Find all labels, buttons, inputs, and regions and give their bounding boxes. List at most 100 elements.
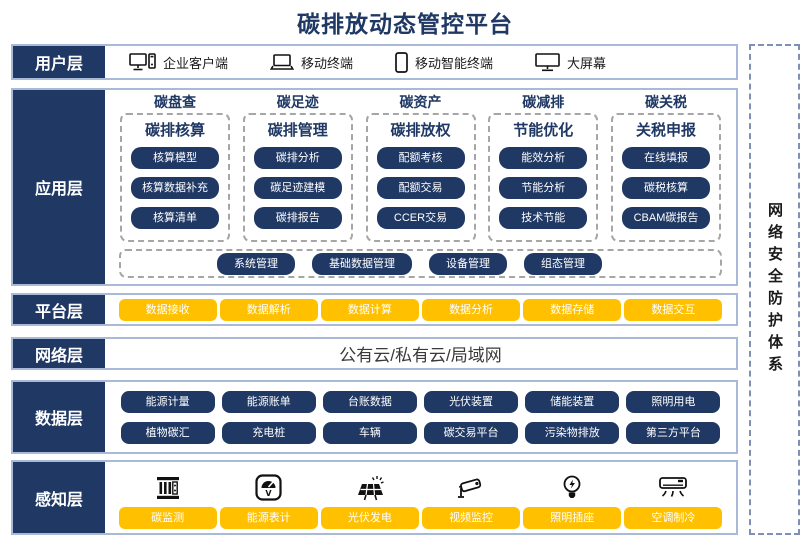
perception-item-label: 空调制冷 bbox=[624, 506, 723, 529]
app-group-title: 关税申报 bbox=[635, 122, 696, 139]
data-layer-band: 数据层 能源计量 能源账单 台账数据 光伏装置 储能装置 照明用电 植物碳汇 充… bbox=[11, 380, 738, 454]
perception-item-energy-meter: V 能源表计 bbox=[219, 467, 318, 529]
app-item: CBAM碳报告 bbox=[622, 207, 710, 229]
perception-layer-content: 碳监测 V 能源表计 光伏发电 bbox=[105, 462, 736, 533]
app-item: CCER交易 bbox=[376, 207, 465, 229]
platform-item: 数据分析 bbox=[422, 298, 521, 321]
app-group-title: 碳排核算 bbox=[144, 122, 205, 139]
laptop-icon bbox=[270, 53, 295, 71]
perception-item-video-surveillance: 视频监控 bbox=[422, 467, 521, 529]
network-text: 公有云/私有云/局域网 bbox=[339, 346, 502, 365]
app-group-box: 碳排管理 碳排分析 碳足迹建模 碳排报告 bbox=[242, 113, 353, 242]
data-item: 光伏装置 bbox=[424, 390, 519, 413]
data-item: 台账数据 bbox=[322, 390, 417, 413]
app-column-carbon-tariff: 碳关税 关税申报 在线填报 碳税核算 CBAM碳报告 bbox=[606, 94, 726, 242]
platform-item: 数据解析 bbox=[219, 298, 318, 321]
app-column-carbon-inventory: 碳盘查 碳排核算 核算模型 核算数据补充 核算清单 bbox=[115, 94, 235, 242]
app-management-box: 系统管理 基础数据管理 设备管理 组态管理 bbox=[119, 249, 722, 278]
app-item: 能效分析 bbox=[499, 147, 588, 169]
app-item: 核算数据补充 bbox=[131, 177, 219, 199]
network-layer-content: 公有云/私有云/局域网 bbox=[105, 339, 736, 368]
data-row-2: 植物碳汇 充电桩 车辆 碳交易平台 污染物排放 第三方平台 bbox=[105, 421, 736, 444]
app-group-title: 碳排管理 bbox=[267, 122, 328, 139]
user-item-smart-mobile: 移动智能终端 bbox=[395, 51, 494, 73]
app-item: 技术节能 bbox=[499, 207, 588, 229]
app-item: 碳税核算 bbox=[622, 177, 710, 199]
smartphone-icon bbox=[395, 51, 408, 73]
data-item: 储能装置 bbox=[525, 390, 620, 413]
user-item-big-screen: 大屏幕 bbox=[535, 52, 607, 72]
management-item: 组态管理 bbox=[524, 252, 602, 275]
app-column-carbon-assets: 碳资产 碳排放权 配额考核 配额交易 CCER交易 bbox=[361, 94, 481, 242]
svg-text:V: V bbox=[266, 489, 273, 498]
desktop-pc-icon bbox=[129, 52, 156, 72]
app-category: 碳资产 bbox=[399, 94, 442, 110]
platform-item: 数据存储 bbox=[523, 298, 622, 321]
big-screen-icon bbox=[535, 52, 560, 72]
perception-item-solar-power: 光伏发电 bbox=[320, 467, 419, 529]
app-category: 碳盘查 bbox=[154, 94, 196, 110]
app-column-carbon-footprint: 碳足迹 碳排管理 碳排分析 碳足迹建模 碳排报告 bbox=[238, 94, 358, 242]
data-item: 植物碳汇 bbox=[120, 421, 215, 444]
air-conditioner-icon bbox=[658, 467, 688, 501]
data-item: 碳交易平台 bbox=[424, 421, 519, 444]
perception-item-label: 光伏发电 bbox=[320, 506, 419, 529]
app-item: 核算模型 bbox=[131, 147, 219, 169]
app-group-title: 碳排放权 bbox=[390, 122, 451, 139]
security-system-text: 网络安全防护体系 bbox=[766, 201, 783, 378]
perception-item-label: 视频监控 bbox=[422, 506, 521, 529]
platform-layer-content: 数据接收 数据解析 数据计算 数据分析 数据存储 数据交互 bbox=[105, 295, 736, 324]
app-group-box: 关税申报 在线填报 碳税核算 CBAM碳报告 bbox=[611, 113, 721, 242]
app-item: 碳排报告 bbox=[253, 207, 342, 229]
user-layer-band: 用户层 企业客户端 移动终端 移动智能终端 bbox=[11, 44, 738, 80]
app-category: 碳足迹 bbox=[276, 94, 319, 110]
perception-item-air-conditioning: 空调制冷 bbox=[624, 467, 723, 529]
management-item: 设备管理 bbox=[429, 252, 507, 275]
platform-layer-label: 平台层 bbox=[13, 295, 105, 324]
data-item: 污染物排放 bbox=[525, 421, 620, 444]
data-item: 能源计量 bbox=[120, 390, 215, 413]
perception-layer-label: 感知层 bbox=[13, 462, 105, 533]
app-item: 配额考核 bbox=[376, 147, 465, 169]
user-item-enterprise-client: 企业客户端 bbox=[129, 52, 229, 72]
light-bulb-icon bbox=[563, 467, 581, 501]
user-item-label: 企业客户端 bbox=[163, 55, 229, 71]
app-group-title: 节能优化 bbox=[513, 122, 574, 139]
perception-items-row: 碳监测 V 能源表计 光伏发电 bbox=[105, 467, 736, 529]
energy-meter-icon: V bbox=[255, 467, 282, 501]
app-layer-content: 碳盘查 碳排核算 核算模型 核算数据补充 核算清单 碳足迹 碳排管理 碳排分析 … bbox=[105, 90, 736, 284]
data-item: 第三方平台 bbox=[626, 421, 721, 444]
platform-layer-band: 平台层 数据接收 数据解析 数据计算 数据分析 数据存储 数据交互 bbox=[11, 293, 738, 326]
user-item-label: 大屏幕 bbox=[567, 55, 607, 71]
platform-item: 数据计算 bbox=[320, 298, 419, 321]
app-layer-label: 应用层 bbox=[13, 90, 105, 284]
perception-item-label: 照明插座 bbox=[523, 506, 622, 529]
perception-item-label: 能源表计 bbox=[219, 506, 318, 529]
perception-item-label: 碳监测 bbox=[118, 506, 217, 529]
app-group-box: 碳排核算 核算模型 核算数据补充 核算清单 bbox=[120, 113, 230, 242]
platform-item: 数据交互 bbox=[624, 298, 723, 321]
app-item: 节能分析 bbox=[499, 177, 588, 199]
network-layer-label: 网络层 bbox=[13, 339, 105, 368]
data-row-1: 能源计量 能源账单 台账数据 光伏装置 储能装置 照明用电 bbox=[105, 390, 736, 413]
app-item: 核算清单 bbox=[131, 207, 219, 229]
data-layer-content: 能源计量 能源账单 台账数据 光伏装置 储能装置 照明用电 植物碳汇 充电桩 车… bbox=[105, 382, 736, 452]
user-item-label: 移动智能终端 bbox=[415, 55, 494, 71]
app-column-carbon-reduction: 碳减排 节能优化 能效分析 节能分析 技术节能 bbox=[483, 94, 603, 242]
data-item: 能源账单 bbox=[221, 390, 316, 413]
security-system-box: 网络安全防护体系 bbox=[749, 44, 800, 535]
app-group-box: 碳排放权 配额考核 配额交易 CCER交易 bbox=[365, 113, 476, 242]
app-category: 碳关税 bbox=[645, 94, 687, 110]
app-item: 碳足迹建模 bbox=[253, 177, 342, 199]
app-layer-band: 应用层 碳盘查 碳排核算 核算模型 核算数据补充 核算清单 碳足迹 碳排管理 bbox=[11, 88, 738, 286]
data-item: 照明用电 bbox=[626, 390, 721, 413]
platform-item: 数据接收 bbox=[118, 298, 217, 321]
carbon-monitor-icon bbox=[155, 467, 181, 501]
data-item: 充电桩 bbox=[221, 421, 316, 444]
user-item-label: 移动终端 bbox=[301, 55, 354, 71]
user-layer-label: 用户层 bbox=[13, 46, 105, 78]
perception-item-lighting-socket: 照明插座 bbox=[523, 467, 622, 529]
perception-layer-band: 感知层 碳监测 V 能源表计 bbox=[11, 460, 738, 535]
management-item: 系统管理 bbox=[217, 252, 295, 275]
